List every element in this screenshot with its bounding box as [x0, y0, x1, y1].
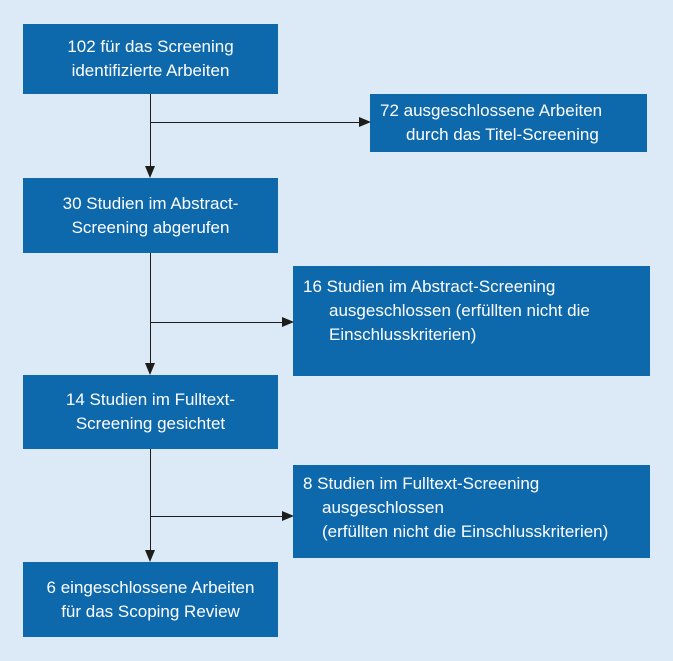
box-abstract-screening: 30 Studien im Abstract- Screening abgeru… [23, 178, 278, 253]
box-text-line: für das Scoping Review [61, 601, 240, 621]
box-text-line: ausgeschlossen [322, 498, 444, 517]
box-identified: 102 für das Screening identifizierte Arb… [23, 24, 278, 94]
box-text-line: Einschlusskriterien) [329, 325, 477, 344]
box-text-line: 30 Studien im Abstract- [62, 193, 239, 213]
box-excluded-abstract-screening: 16 Studien im Abstract-Screening ausgesc… [293, 266, 650, 376]
connector-line [150, 516, 282, 517]
connector-line [150, 322, 282, 323]
box-excluded-fulltext-screening: 8 Studien im Fulltext-Screening ausgesch… [293, 465, 650, 558]
box-text-line: 102 für das Screening [67, 37, 234, 56]
box-text-line: 8 Studien im Fulltext-Screening [303, 474, 540, 493]
arrow-right-icon [359, 117, 371, 127]
box-text-line: ausgeschlossen (erfüllten nicht die [329, 301, 590, 320]
box-text-line: 72 ausgeschlossene Arbeiten [380, 101, 603, 120]
box-text-line: (erfüllten nicht die Einschlusskriterien… [322, 522, 609, 541]
connector-line [150, 253, 151, 363]
box-included: 6 eingeschlossene Arbeiten für das Scopi… [23, 562, 278, 637]
box-text-line: Screening gesichtet [75, 414, 226, 433]
box-text-line: durch das Titel-Screening [406, 125, 599, 144]
box-excluded-title-screening: 72 ausgeschlossene Arbeiten durch das Ti… [370, 94, 647, 152]
arrow-down-icon [145, 363, 155, 375]
box-text-line: Screening abgerufen [71, 217, 230, 237]
box-text-line: 14 Studien im Fulltext- [65, 390, 236, 409]
connector-line [150, 94, 151, 166]
connector-line [150, 122, 359, 123]
arrow-right-icon [282, 317, 294, 327]
arrow-right-icon [282, 511, 294, 521]
box-text-line: 16 Studien im Abstract-Screening [303, 277, 556, 296]
box-text-line: identifizierte Arbeiten [71, 61, 230, 80]
box-text-line: 6 eingeschlossene Arbeiten [46, 577, 255, 597]
arrow-down-icon [145, 550, 155, 562]
box-fulltext-screening: 14 Studien im Fulltext- Screening gesich… [23, 375, 278, 449]
connector-line [150, 449, 151, 550]
arrow-down-icon [145, 166, 155, 178]
